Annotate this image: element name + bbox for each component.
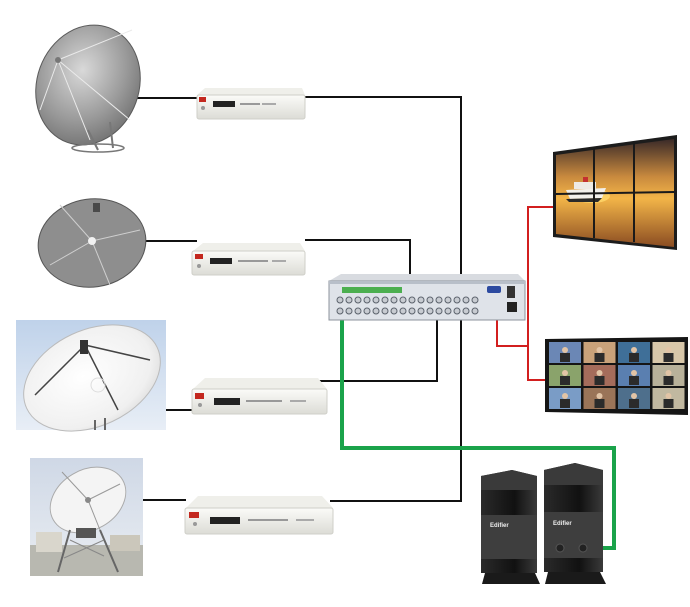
satellite-dish-2 xyxy=(37,198,147,288)
multiview-tile-figure xyxy=(562,393,568,399)
bnc-connector xyxy=(372,296,380,304)
bnc-connector xyxy=(363,307,371,315)
bnc-connector xyxy=(426,307,434,315)
satellite-receiver-icon xyxy=(196,88,306,120)
bnc-connector xyxy=(336,296,344,304)
bnc-connector xyxy=(372,307,380,315)
bnc-connector xyxy=(426,296,434,304)
multiview-tile-figure xyxy=(631,347,637,353)
bnc-connector xyxy=(363,296,371,304)
bnc-connector xyxy=(345,296,353,304)
multiview-tile-figure xyxy=(562,347,568,353)
bnc-connector xyxy=(390,307,398,315)
cable-receiver1-matrix xyxy=(305,96,462,310)
multiview-monitor-icon xyxy=(545,337,688,415)
bnc-connector xyxy=(444,296,452,304)
bnc-connector xyxy=(435,307,443,315)
multiview-tile-figure xyxy=(560,353,570,362)
multiview-tile-figure xyxy=(665,370,672,376)
satellite-dish-1 xyxy=(35,24,141,153)
bnc-connector xyxy=(462,296,470,304)
multiview-tile-figure xyxy=(629,353,639,362)
satellite-receiver-1 xyxy=(196,88,306,120)
multiview-tile-figure xyxy=(596,347,603,353)
multiview-tile-figure xyxy=(631,370,637,376)
multiview-tile-figure xyxy=(594,376,605,385)
multiview-tile-figure xyxy=(560,399,570,408)
speaker-right-brand: Edifier xyxy=(553,521,572,527)
multiview-tiles xyxy=(549,342,685,409)
bnc-connector xyxy=(381,296,389,304)
satellite-dish-3 xyxy=(16,320,166,432)
speaker-right: Edifier xyxy=(544,463,606,584)
bnc-connector xyxy=(417,296,425,304)
satellite-receiver-icon xyxy=(184,496,334,535)
cable-receiver3-matrix xyxy=(305,318,438,382)
bnc-connector xyxy=(399,307,407,315)
bnc-connector xyxy=(354,307,362,315)
matrix-switcher-icon xyxy=(328,274,526,321)
multiview-tile-figure xyxy=(629,376,639,385)
multiview-tile-figure xyxy=(663,376,674,385)
bnc-connector xyxy=(453,307,461,315)
cable-audio-green xyxy=(340,287,616,550)
bnc-connector xyxy=(435,296,443,304)
satellite-receiver-icon xyxy=(191,243,306,276)
cables xyxy=(130,96,616,550)
bnc-connector xyxy=(345,307,353,315)
speaker-left: Edifier xyxy=(481,470,540,584)
multiview-tile-figure xyxy=(665,347,672,353)
satellite-dish-4 xyxy=(30,458,143,576)
multiview-monitor xyxy=(545,337,688,415)
multiview-tile-figure xyxy=(631,393,637,399)
bnc-connector xyxy=(390,296,398,304)
cable-video-red-2 xyxy=(527,346,547,381)
satellite-dish-icon xyxy=(35,24,141,153)
cable-receiver4-matrix xyxy=(330,320,462,502)
bnc-connector xyxy=(408,296,416,304)
multiview-tile-figure xyxy=(560,376,570,385)
multiview-tile-figure xyxy=(562,370,568,376)
satellite-receiver-4 xyxy=(184,496,334,535)
bnc-connector xyxy=(417,307,425,315)
bnc-connectors xyxy=(336,296,479,315)
speaker-left-brand: Edifier xyxy=(490,523,509,529)
bnc-connector xyxy=(354,296,362,304)
bnc-connector xyxy=(399,296,407,304)
bnc-connector xyxy=(381,307,389,315)
bnc-connector xyxy=(453,296,461,304)
matrix-switcher xyxy=(328,274,526,321)
satellite-receiver-2 xyxy=(191,243,306,276)
multiview-tile-figure xyxy=(594,399,605,408)
bnc-connector xyxy=(336,307,344,315)
satellite-dish-icon xyxy=(23,324,161,432)
bnc-connector xyxy=(462,307,470,315)
speaker-icon: Edifier xyxy=(481,470,540,584)
multiview-tile-figure xyxy=(594,353,605,362)
bnc-connector xyxy=(471,296,479,304)
bnc-connector xyxy=(408,307,416,315)
satellite-receiver-icon xyxy=(191,378,328,415)
video-wall-icon xyxy=(553,135,677,250)
satellite-receiver-3 xyxy=(191,378,328,415)
bnc-connector xyxy=(444,307,452,315)
multiview-tile-figure xyxy=(665,393,672,399)
video-wall xyxy=(553,135,677,250)
multiview-tile-figure xyxy=(663,353,674,362)
multiview-tile-figure xyxy=(629,399,639,408)
multiview-tile-figure xyxy=(596,370,603,376)
bnc-connector xyxy=(471,307,479,315)
satellite-dish-icon xyxy=(37,198,147,288)
multiview-tile-figure xyxy=(596,393,603,399)
satellite-dish-icon xyxy=(49,466,127,573)
speaker-icon: Edifier xyxy=(544,463,606,584)
multiview-tile-figure xyxy=(663,399,674,408)
